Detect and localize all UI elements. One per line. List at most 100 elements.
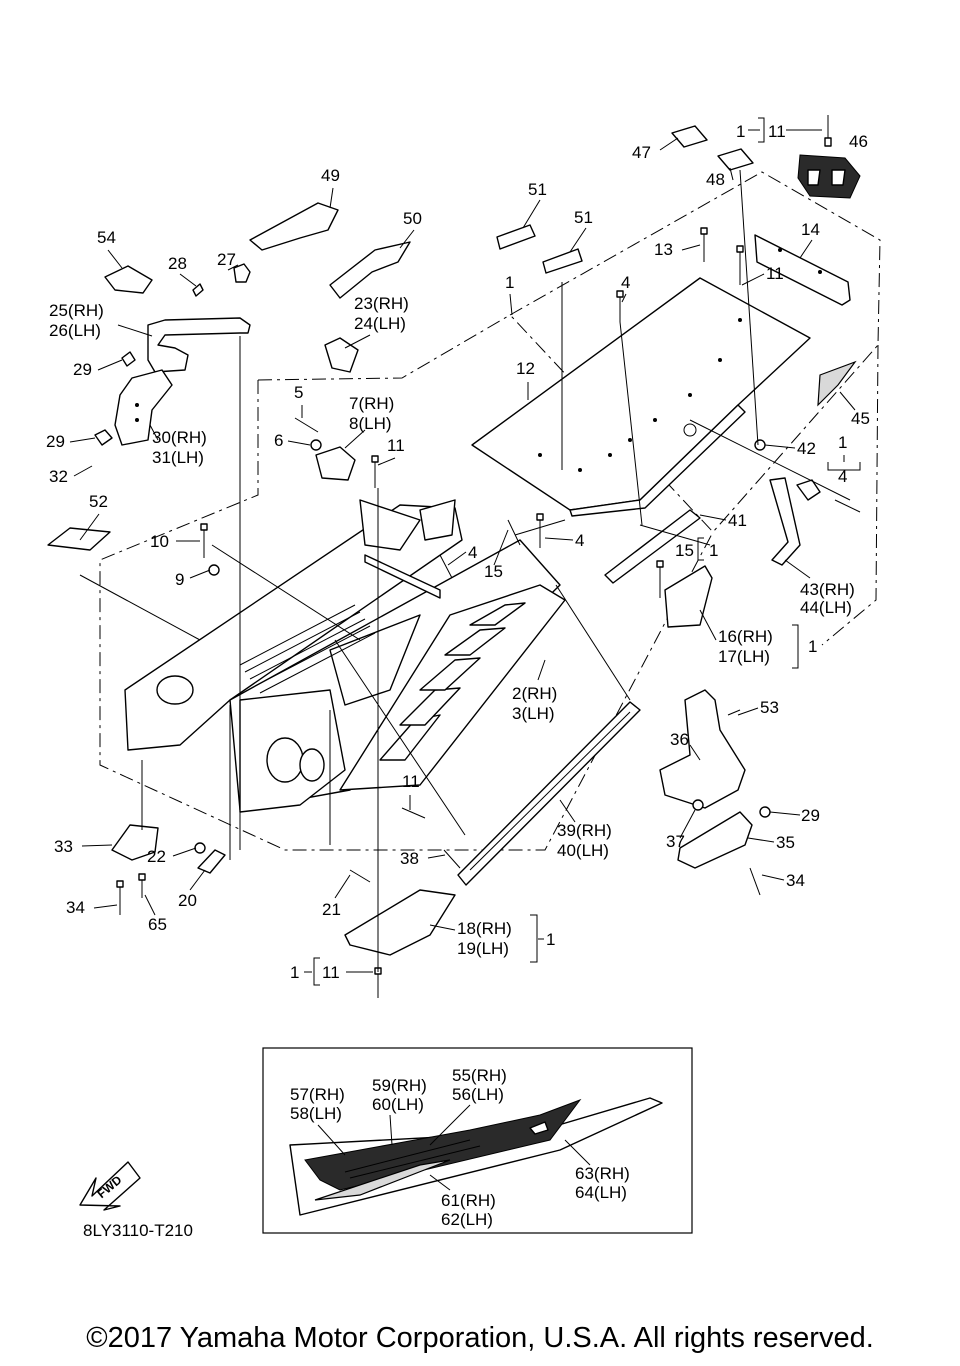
callout-20: 20 [178, 891, 197, 910]
callout-57-rh: 57(RH) [290, 1085, 345, 1104]
callout-39-rh: 39(RH) [557, 821, 612, 840]
callout-1: 1 [838, 433, 847, 452]
running-board [457, 509, 713, 886]
callout-12: 12 [516, 359, 535, 378]
callout-50: 50 [403, 209, 422, 228]
callout-32: 32 [49, 467, 68, 486]
callout-65: 65 [148, 915, 167, 934]
rear-strap [769, 477, 821, 566]
callout-18-rh: 18(RH) [457, 919, 512, 938]
group-brackets [313, 117, 861, 986]
callout-7-rh: 7(RH) [349, 394, 394, 413]
fwd-arrow: FWD [79, 1161, 141, 1211]
callout-11: 11 [768, 122, 786, 141]
tunnel-vents [239, 604, 376, 694]
diagram-code: 8LY3110-T210 [83, 1221, 193, 1240]
step-plate [344, 889, 456, 956]
callout-2-rh: 2(RH) [512, 684, 557, 703]
callout-47: 47 [632, 143, 651, 162]
callout-4: 4 [468, 543, 477, 562]
callout-58-lh: 58(LH) [290, 1104, 342, 1123]
callout-44-lh: 44(LH) [800, 598, 852, 617]
callout-10: 10 [150, 532, 169, 551]
callout-53: 53 [760, 698, 779, 717]
copyright-notice: ©2017 Yamaha Motor Corporation, U.S.A. A… [86, 1322, 874, 1354]
callout-1: 1 [808, 637, 817, 656]
callout-29: 29 [801, 806, 820, 825]
callout-62-lh: 62(LH) [441, 1210, 493, 1229]
callout-6: 6 [274, 431, 283, 450]
callout-46: 46 [849, 132, 868, 151]
callout-40-lh: 40(LH) [557, 841, 609, 860]
callout-5: 5 [294, 383, 303, 402]
callout-8-lh: 8(LH) [349, 414, 392, 433]
callout-34: 34 [66, 898, 85, 917]
callout-15: 15 [484, 562, 503, 581]
callout-1: 1 [546, 930, 555, 949]
callout-33: 33 [54, 837, 73, 856]
callout-60-lh: 60(LH) [372, 1095, 424, 1114]
callout-19-lh: 19(LH) [457, 939, 509, 958]
callout-17-lh: 17(LH) [718, 647, 770, 666]
decal-parts [47, 125, 857, 551]
callout-48: 48 [706, 170, 725, 189]
callout-11: 11 [387, 436, 405, 455]
callout-51: 51 [574, 208, 593, 227]
rear-bracket [754, 234, 851, 306]
tunnel-chassis [124, 499, 566, 813]
callout-leaders [69, 129, 856, 1191]
callout-23-rh: 23(RH) [354, 294, 409, 313]
left-brackets [94, 263, 359, 481]
callout-56-lh: 56(LH) [452, 1085, 504, 1104]
callout-9: 9 [175, 570, 184, 589]
callout-49: 49 [321, 166, 340, 185]
callout-51: 51 [528, 180, 547, 199]
callout-1: 1 [736, 122, 745, 141]
callout-1: 1 [505, 273, 514, 292]
callout-29: 29 [73, 360, 92, 379]
lower-brackets [111, 824, 226, 874]
callout-4: 4 [621, 273, 630, 292]
callout-29: 29 [46, 432, 65, 451]
callout-63-rh: 63(RH) [575, 1164, 630, 1183]
callout-1: 1 [290, 963, 299, 982]
callout-31-lh: 31(LH) [152, 448, 204, 467]
fasteners [116, 115, 861, 998]
callout-28: 28 [168, 254, 187, 273]
callout-43-rh: 43(RH) [800, 580, 855, 599]
graphics-inset [262, 1047, 693, 1234]
callout-34: 34 [786, 871, 805, 890]
callout-27: 27 [217, 250, 236, 269]
callout-25-rh: 25(RH) [49, 301, 104, 320]
callout-labels: 1 11 46 47 48 49 50 51 51 54 27 28 25(RH… [46, 122, 870, 1240]
callout-1: 1 [709, 541, 718, 560]
callout-36: 36 [670, 730, 689, 749]
callout-4: 4 [575, 531, 584, 550]
callout-59-rh: 59(RH) [372, 1076, 427, 1095]
callout-11: 11 [322, 963, 340, 982]
assembly-outline [99, 171, 881, 851]
callout-24-lh: 24(LH) [354, 314, 406, 333]
callout-13: 13 [654, 240, 673, 259]
callout-35: 35 [776, 833, 795, 852]
callout-15: 15 [675, 541, 694, 560]
callout-11: 11 [402, 772, 420, 791]
callout-26-lh: 26(LH) [49, 321, 101, 340]
callout-61-rh: 61(RH) [441, 1191, 496, 1210]
callout-64-lh: 64(LH) [575, 1183, 627, 1202]
callout-3-lh: 3(LH) [512, 704, 555, 723]
callout-52: 52 [89, 492, 108, 511]
leader-lines [79, 169, 851, 972]
callout-54: 54 [97, 228, 116, 247]
callout-21: 21 [322, 900, 341, 919]
footrest-assembly [659, 689, 753, 869]
callout-41: 41 [728, 511, 747, 530]
callout-14: 14 [801, 220, 820, 239]
callout-30-rh: 30(RH) [152, 428, 207, 447]
callout-45: 45 [851, 409, 870, 428]
callout-11: 11 [766, 264, 784, 283]
callout-42: 42 [797, 439, 816, 458]
callout-4: 4 [838, 467, 847, 486]
reinforcement-plate [471, 277, 811, 517]
